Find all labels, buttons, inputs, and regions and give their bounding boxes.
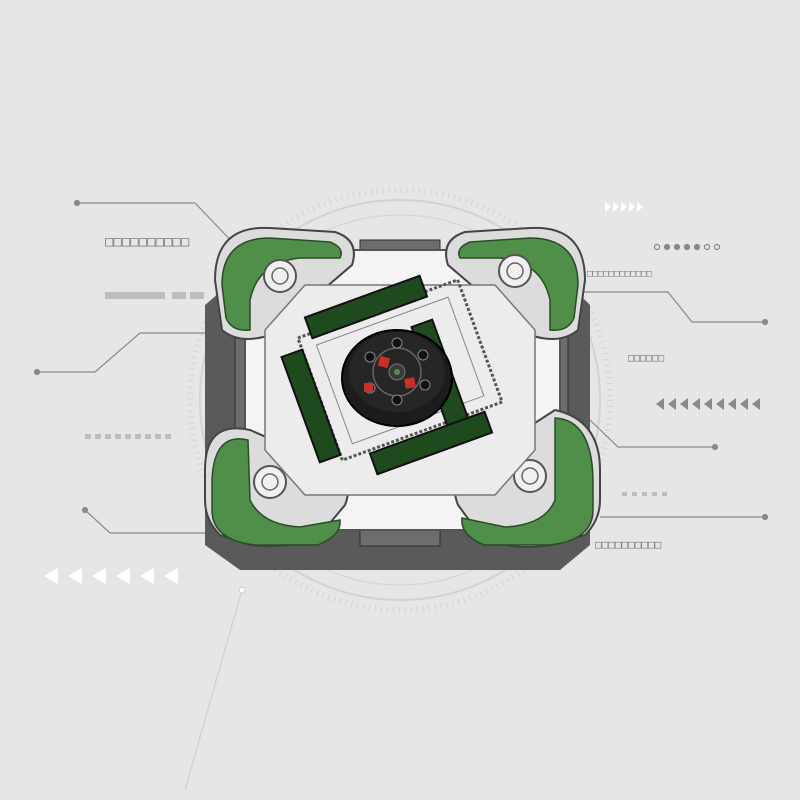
dice-icon — [364, 355, 416, 392]
corner-tray-bottom-right — [454, 408, 601, 548]
chevron-left-large-icon — [44, 568, 178, 584]
label-bottom-right: □□□□□□□□□□ — [595, 538, 662, 551]
dashed-ring — [187, 187, 613, 613]
dash-bar-top-left — [105, 292, 165, 299]
mahjong-table — [204, 226, 601, 570]
dash-bar-top-left-2 — [172, 292, 186, 299]
dot-row — [653, 243, 721, 251]
corner-tray-top-left — [213, 226, 355, 340]
tile-wall-left — [280, 348, 342, 464]
callout-line-top-right — [575, 291, 765, 323]
bullseye-icon — [263, 259, 297, 293]
dash-row-right — [622, 492, 667, 496]
tile-wall-bottom — [368, 410, 494, 476]
dash-row-left — [85, 434, 171, 439]
callout-dot-bottom-left — [81, 506, 89, 514]
dashed-bars — [85, 292, 667, 496]
callout-line-bottom-left — [84, 509, 230, 534]
callout-lines — [33, 199, 769, 791]
callout-dot-top-left — [73, 199, 81, 207]
bullseye-icon — [513, 459, 547, 493]
callout-line-mid-right — [589, 419, 715, 448]
center-dice-disc — [341, 329, 453, 427]
outer-ring — [199, 199, 601, 601]
callout-dot-top-right — [761, 318, 769, 326]
label-mid-right: □□□□□□ — [628, 353, 664, 364]
chevron-left-icon — [656, 398, 760, 410]
callout-dot-mid-right — [711, 443, 719, 451]
callout-dot-vertical — [238, 586, 246, 594]
chevron-right-icon — [605, 202, 643, 212]
callout-line-mid-left — [37, 332, 215, 373]
callout-dot-mid-left — [33, 368, 41, 376]
label-top-right: □□□□□□□□□□□□ — [587, 269, 653, 279]
corner-tray-top-right — [445, 226, 587, 340]
label-top-left: □□□□□□□□□□ — [105, 234, 190, 250]
tile-wall-top — [303, 274, 429, 340]
callout-line-vertical — [184, 589, 243, 791]
bullseye-icon — [498, 254, 532, 288]
callout-line-top-left — [77, 202, 241, 251]
bullseye-icon — [253, 465, 287, 499]
dash-bar-top-left-3 — [190, 292, 204, 299]
callout-dot-bottom-right — [761, 513, 769, 521]
